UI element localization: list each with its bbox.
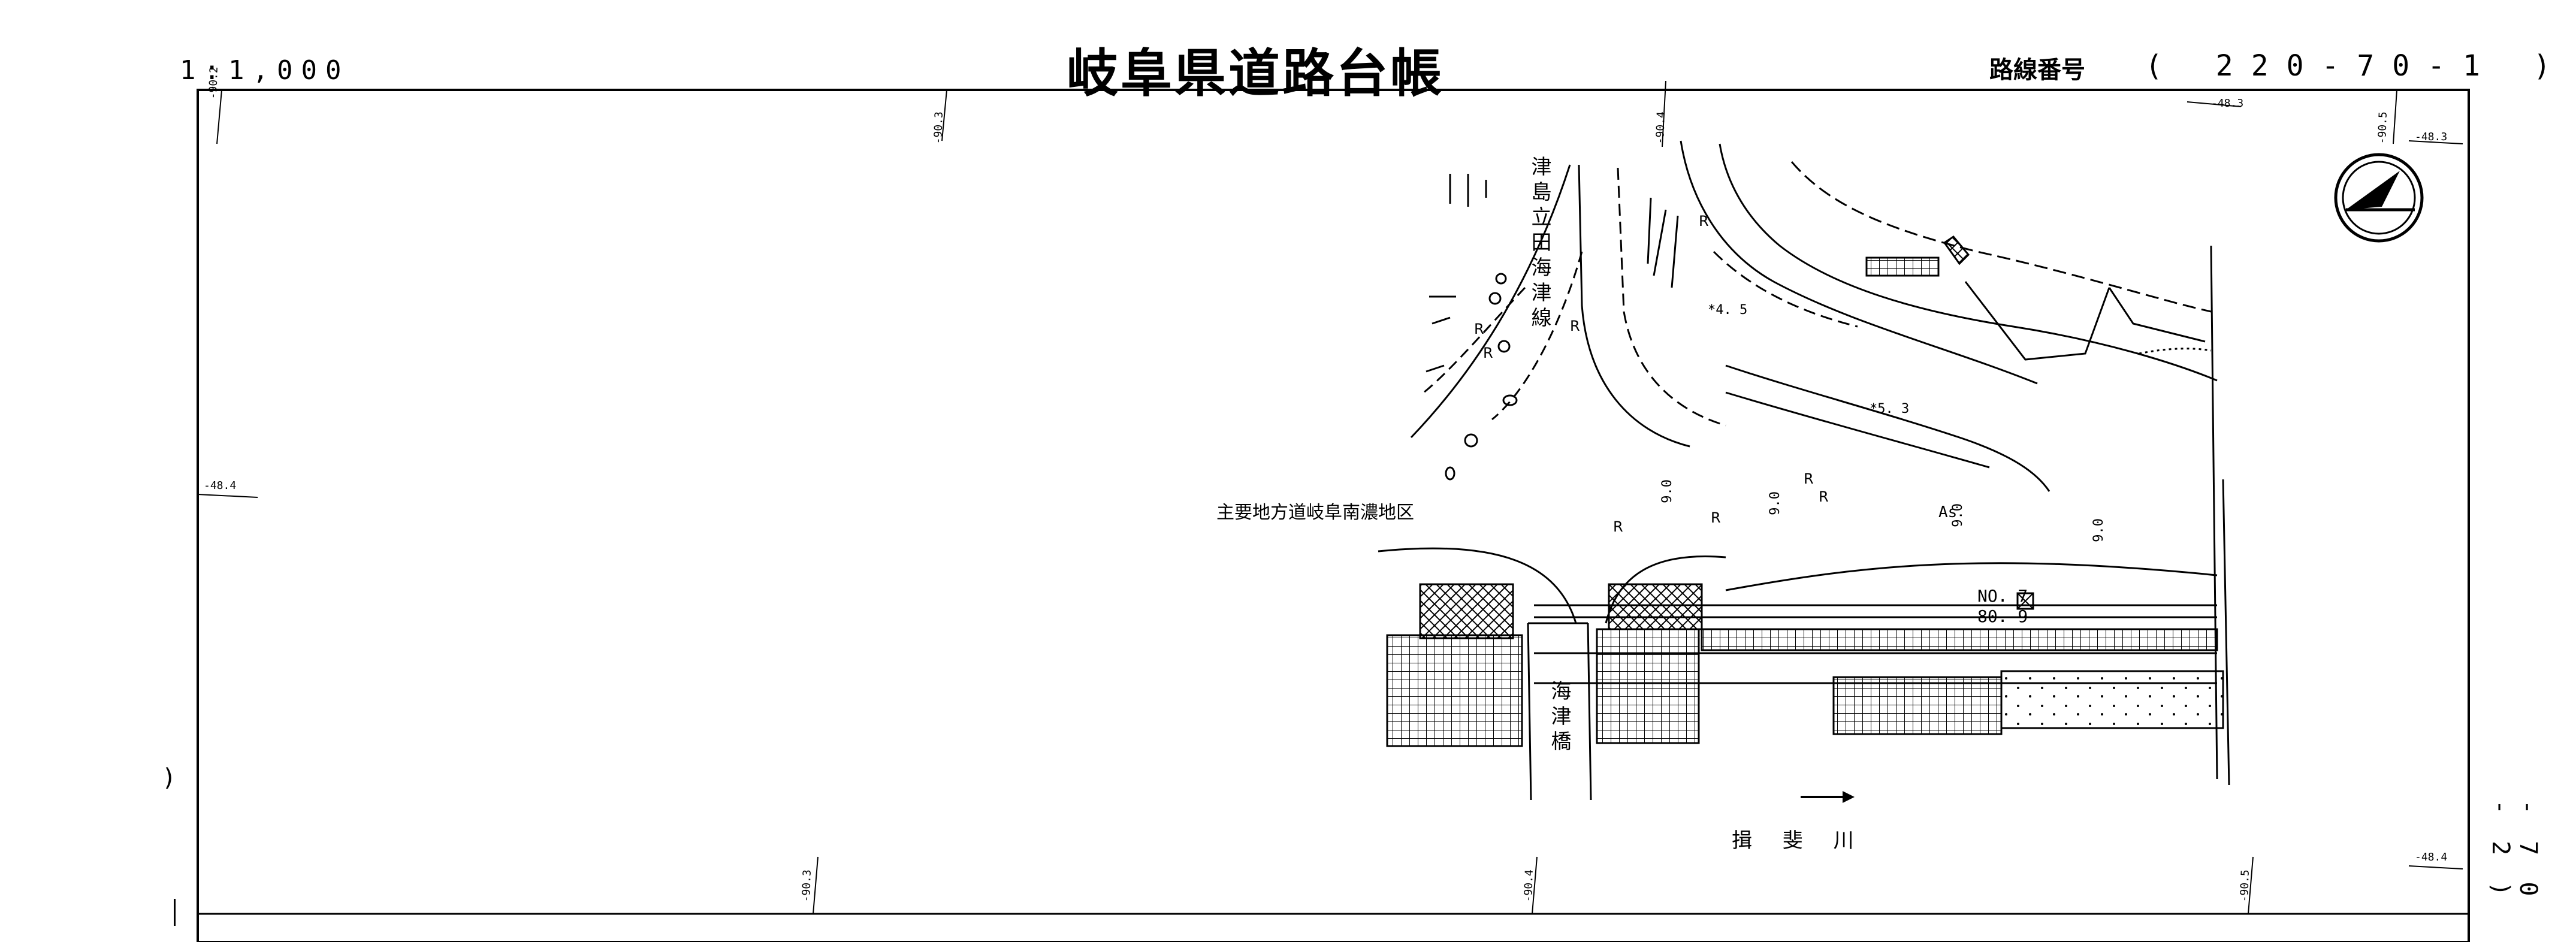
edge-tick: [2408, 865, 2463, 869]
page-title: 岐阜県道路台帳: [1067, 43, 1444, 104]
dotted-area: [2000, 670, 2224, 729]
elevation-label: -90.2: [207, 66, 221, 99]
survey-marker-label: NO. 7: [1977, 586, 2028, 606]
spot-height-label: *5. 3: [1870, 401, 1910, 416]
bridge-name-label: 海津橋: [1547, 680, 1571, 756]
elevation-label: -90.4: [1522, 869, 1536, 902]
edge-tick: [1662, 80, 1666, 147]
route-number-label: 路線番号: [1989, 56, 2085, 84]
edge-tick: [1532, 856, 1538, 914]
r-mark: R: [1711, 509, 1721, 526]
elevation-label: -48.3: [2415, 131, 2448, 143]
abutment-east-hatch: [1608, 583, 1703, 630]
elevation-label: -48.3: [2211, 97, 2244, 110]
left-edge-mark: ): [162, 764, 177, 792]
north-south-road: [1578, 140, 2218, 492]
r-mark: R: [1613, 518, 1623, 535]
upper-right-structures: [1865, 236, 2230, 786]
sidewalk-grid: [1701, 628, 2218, 651]
scale-label: 1:1,000: [180, 55, 350, 86]
elevation-label: -90.4: [1654, 111, 1668, 144]
route-number-value: ( 220-70-1 ): [2145, 49, 2569, 83]
edge-tick: [197, 494, 258, 498]
river-flow-arrow-icon: [1801, 791, 1855, 803]
r-mark: R: [1474, 321, 1484, 337]
r-mark: R: [1483, 345, 1493, 361]
edge-tick: [813, 856, 819, 914]
elevation-label: -90.5: [2376, 111, 2390, 144]
edge-tick: [216, 89, 222, 144]
r-mark: R: [1699, 213, 1709, 230]
abutment-west-hatch: [1419, 583, 1514, 639]
survey-marker-value: 80. 9: [1977, 606, 2028, 626]
map-symbol-icons: [1445, 273, 1518, 481]
west-road-edges: [1410, 164, 1583, 439]
survey-marker-icon: [2016, 592, 2034, 610]
left-edge-tick: [174, 899, 176, 926]
dimension-label: 9.0: [1768, 491, 1783, 515]
elevation-label: -48.4: [204, 479, 237, 492]
map-frame: [197, 89, 2470, 942]
edge-tick: [2187, 101, 2242, 107]
dimension-label: 9.0: [1660, 479, 1675, 503]
elevation-label: -90.3: [800, 869, 814, 902]
elevation-label: -90.5: [2238, 869, 2252, 902]
district-label: 主要地方道岐阜南濃地区: [1216, 502, 1414, 523]
pavement-label: As: [1938, 503, 1958, 521]
r-mark: R: [1804, 470, 1814, 487]
elevation-label: -90.3: [932, 111, 946, 144]
r-mark: R: [1819, 488, 1829, 505]
dimension-label: 9.0: [1950, 503, 1965, 527]
edge-tick: [2408, 140, 2463, 144]
dimension-label: 9.0: [2091, 518, 2106, 542]
road-name-label: 津島立田海津線: [1527, 156, 1551, 332]
bridge-deck-east-grid: [1596, 628, 1700, 744]
edge-tick: [2248, 856, 2254, 914]
r-mark: R: [1570, 318, 1580, 334]
kaizu-bridge: [1527, 622, 1592, 801]
bridge-deck-west-grid: [1386, 634, 1523, 747]
edge-tick: [2393, 89, 2397, 144]
north-arrow-icon: [2334, 153, 2424, 243]
pavement-grid-block: [1832, 676, 2003, 735]
spot-height-label: *4. 5: [1708, 303, 1748, 318]
side-sheet-label: - 7 0 - 2 ): [2487, 800, 2542, 902]
edge-tick: [941, 89, 947, 141]
river-name-label: 揖 斐 川: [1732, 829, 1866, 853]
elevation-label: -48.4: [2415, 851, 2448, 864]
